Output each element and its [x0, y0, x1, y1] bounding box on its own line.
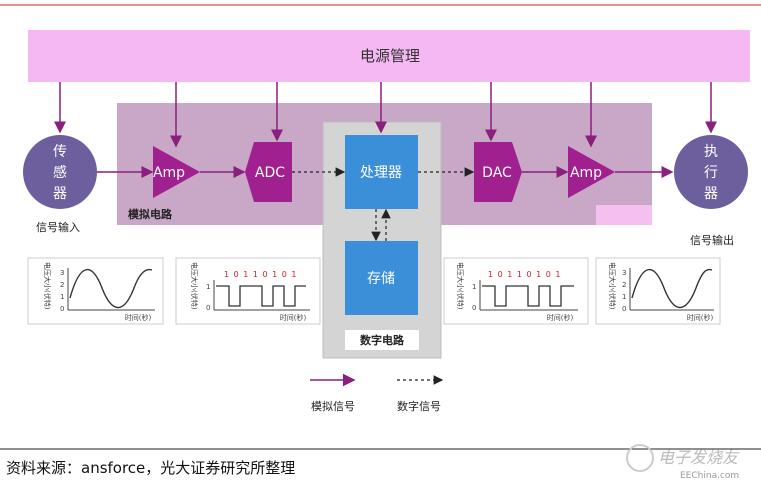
mini-chart-digital-right-tick-1: 1 [472, 283, 476, 291]
source-note: 资料来源：ansforce，光大证券研究所整理 [6, 459, 295, 477]
mini-chart-analog-left-tick-0: 0 [60, 305, 64, 313]
mini-chart-analog-right-wave [631, 268, 713, 308]
mini-chart-digital-left-tick-1: 1 [206, 283, 210, 291]
mini-chart-analog-right-xlabel: 时间(秒) [687, 313, 714, 322]
dac-label: DAC [482, 165, 512, 181]
mini-chart-analog-right-tick-1: 1 [622, 293, 626, 301]
mini-chart-digital-right-ylabel: 电压大小(伏特) [456, 262, 465, 310]
mini-chart-digital-right: 电压大小(伏特) 1 0 1 1 0 1 0 1 1 0 时间(秒) [443, 257, 589, 325]
mini-chart-analog-right-tick-0: 0 [622, 305, 626, 313]
sensor-label-line1: 传 [53, 144, 67, 160]
mini-chart-analog-right-tick-3: 3 [622, 269, 626, 277]
actuator-label-line2: 行 [704, 165, 718, 181]
watermark-main: 电子发烧友 [658, 448, 740, 467]
mini-chart-digital-right-bits: 1 0 1 1 0 1 0 1 [488, 270, 562, 279]
processor-label: 处理器 [360, 165, 402, 181]
amp-in-block [153, 146, 200, 198]
actuator-caption: 信号输出 [690, 233, 734, 247]
mini-chart-digital-right-wave [482, 285, 574, 307]
mini-chart-analog-left-wave [69, 268, 153, 308]
amp-out-block [568, 146, 615, 198]
actuator-circle [674, 135, 748, 209]
mini-chart-digital-left-xlabel: 时间(秒) [280, 313, 307, 322]
analog-region-label: 模拟电路 [128, 207, 173, 221]
legend-digital-label: 数字信号 [397, 399, 441, 413]
actuator-label-line3: 器 [704, 186, 718, 202]
mini-chart-analog-left-ylabel: 电压大小(伏特) [43, 262, 52, 310]
sensor-label-line3: 器 [53, 186, 67, 202]
sensor-circle [23, 135, 97, 209]
sensor-caption: 信号输入 [36, 220, 80, 234]
watermark: 电子发烧友 EEChina.com [626, 444, 740, 481]
amp-out-label: Amp [570, 165, 602, 181]
legend-analog-label: 模拟信号 [311, 399, 355, 413]
mini-chart-analog-right-ylabel: 电压大小(伏特) [608, 262, 617, 310]
mini-chart-analog-left-tick-1: 1 [60, 293, 64, 301]
watermark-sub: EEChina.com [680, 471, 739, 481]
mini-chart-digital-left-wave [216, 285, 306, 307]
mini-chart-digital-left-tick-0: 0 [206, 304, 210, 312]
digital-region-label: 数字电路 [360, 333, 405, 347]
processor-block [345, 135, 418, 209]
mini-chart-digital-right-tick-0: 0 [472, 304, 476, 312]
sensor-label-line2: 感 [53, 164, 67, 181]
mini-chart-analog-left: 电压大小(伏特) 3 2 1 0 时间(秒) [27, 257, 164, 325]
mini-chart-analog-right: 电压大小(伏特) 3 2 1 0 时间(秒) [595, 257, 721, 325]
mini-chart-digital-right-xlabel: 时间(秒) [547, 313, 574, 322]
power-management-bar [28, 30, 750, 82]
mini-chart-analog-left-tick-3: 3 [60, 269, 64, 277]
mini-chart-analog-right-tick-2: 2 [622, 281, 626, 289]
analog-region-corner [596, 205, 652, 225]
storage-label: 存储 [367, 271, 395, 287]
mini-chart-analog-left-xlabel: 时间(秒) [125, 313, 152, 322]
dac-block [474, 142, 522, 202]
adc-label: ADC [255, 165, 285, 181]
mini-chart-digital-left-bits: 1 0 1 1 0 1 0 1 [224, 270, 298, 279]
actuator-label-line1: 执 [704, 144, 718, 160]
power-management-label: 电源管理 [360, 47, 420, 65]
mini-chart-digital-left-ylabel: 电压大小(伏特) [190, 262, 199, 310]
adc-block [245, 142, 292, 202]
storage-block [345, 241, 418, 315]
amp-in-label: Amp [153, 165, 185, 181]
digital-region-label-box [345, 330, 419, 350]
mini-chart-digital-left: 电压大小(伏特) 1 0 1 1 0 1 0 1 1 0 时间(秒) [175, 257, 321, 325]
mini-chart-analog-left-tick-2: 2 [60, 281, 64, 289]
